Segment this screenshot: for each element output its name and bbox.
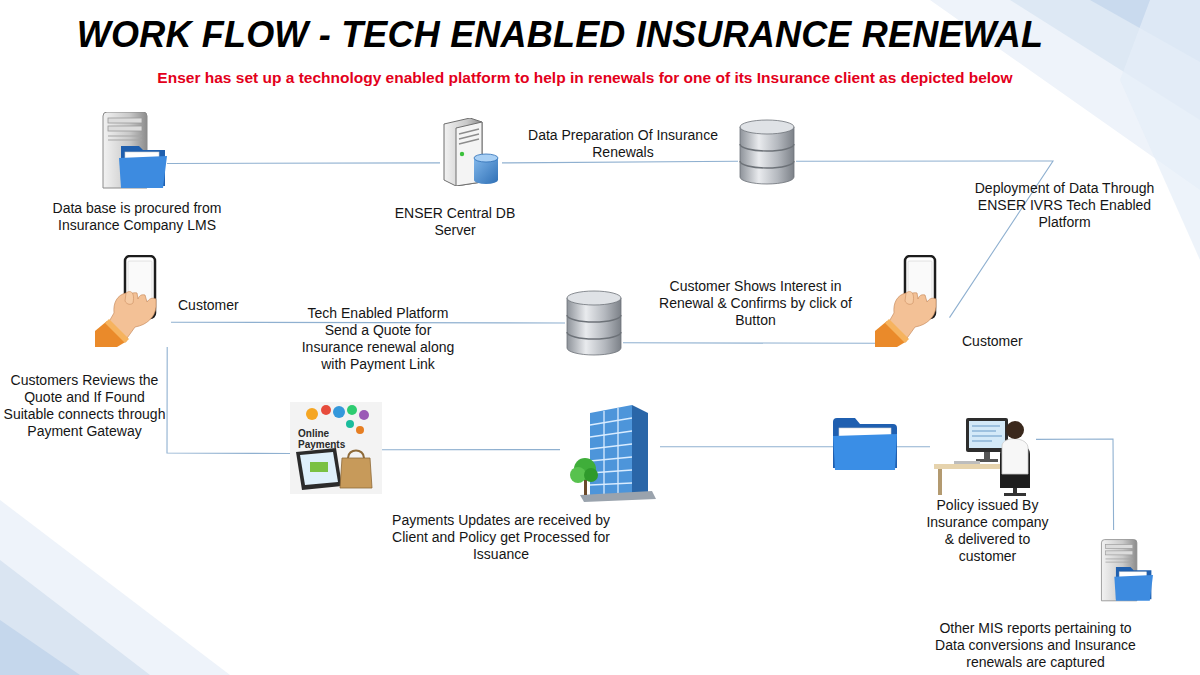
server-node: Data base is procured from Insurance Com… [95, 112, 167, 190]
db-server-node: ENSER Central DB Server [440, 118, 502, 186]
icon-graphic [875, 255, 951, 347]
node-label: Payments Updates are received by Client … [381, 512, 621, 563]
customer-node: CustomerCustomers Reviews the Quote and … [95, 255, 171, 347]
payment-image-node: Online Payments [290, 402, 382, 494]
issuer-desk-node: Policy issued By Insurance company & del… [930, 414, 1036, 496]
node-label: Data base is procured from Insurance Com… [37, 200, 237, 234]
edge-label: Customer Shows Interest in Renewal & Con… [648, 278, 863, 329]
icon-graphic [440, 118, 502, 186]
customer-node: Customer [875, 255, 951, 347]
icon-graphic [565, 290, 623, 356]
icon-graphic [738, 119, 796, 185]
node-label: Data Preparation Of Insurance Renewals [508, 127, 738, 161]
diagram-title: WORK FLOW - TECH ENABLED INSURANCE RENEW… [60, 14, 1060, 56]
diagram-caption: Enser has set up a technology enabled pl… [60, 69, 1110, 87]
flow-connector [660, 446, 930, 447]
node-label: ENSER Central DB Server [385, 205, 525, 239]
node-label: Tech Enabled Platform Send a Quote for I… [293, 305, 463, 373]
node-label: Online Payments [298, 428, 354, 450]
node-label: Customer [178, 297, 258, 314]
icon-graphic [95, 112, 167, 190]
node-label: Policy issued By Insurance company & del… [920, 497, 1055, 565]
icon-graphic [95, 255, 171, 347]
edge-label: Deployment of Data Through ENSER IVRS Te… [962, 180, 1167, 231]
icon-graphic [930, 414, 1036, 496]
server-node: Other MIS reports pertaining to Data con… [1095, 530, 1153, 612]
database-node: Tech Enabled Platform Send a Quote for I… [565, 290, 623, 356]
icon-graphic [1095, 530, 1153, 612]
database-node: Data Preparation Of Insurance Renewals [738, 119, 796, 185]
icon-graphic [560, 405, 660, 502]
flow-connector [382, 449, 560, 450]
flow-connector [167, 162, 440, 164]
node-label: Customer [962, 333, 1042, 350]
flow-connector [167, 347, 290, 454]
client-building-node: Payments Updates are received by Client … [560, 405, 660, 502]
flow-connector [502, 161, 738, 163]
node-label: Customers Reviews the Quote and If Found… [3, 372, 166, 440]
flow-connector [623, 342, 877, 344]
node-label: Other MIS reports pertaining to Data con… [923, 620, 1148, 671]
